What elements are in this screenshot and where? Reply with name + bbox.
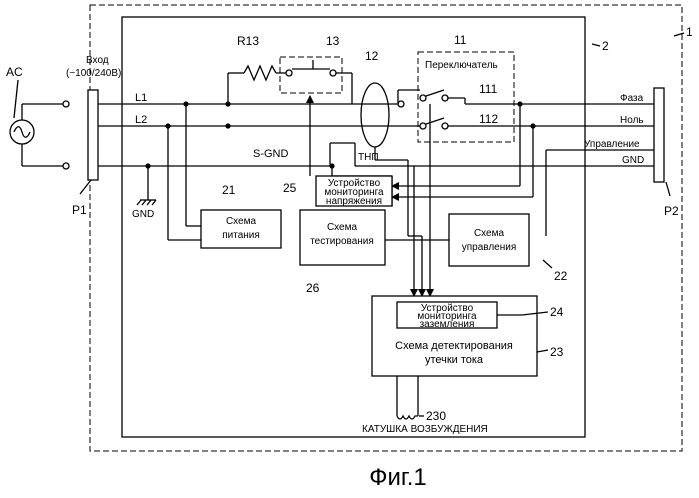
ref-26: 26 — [306, 281, 320, 295]
relay-13-frame — [280, 57, 342, 93]
control-block-line2: управления — [462, 242, 517, 253]
power-block-line1: Схема — [226, 216, 257, 227]
input-voltage-label: (~100/240В) — [66, 68, 121, 79]
ac-sine-icon — [14, 127, 30, 138]
figure-caption: Фиг.1 — [369, 464, 427, 491]
ref-230: 230 — [426, 409, 446, 423]
ref-22: 22 — [554, 269, 568, 283]
ref-21: 21 — [222, 183, 236, 197]
ref-2: 2 — [602, 39, 609, 53]
plug-p2-label: P2 — [664, 204, 679, 218]
leakage-block-line1: Схема детектирования — [395, 340, 513, 352]
control-circuit-block — [449, 214, 529, 266]
ref-24: 24 — [550, 305, 564, 319]
ref-112: 112 — [479, 112, 498, 126]
ref-111: 111 — [479, 82, 498, 96]
cable-label: ТНП — [358, 152, 379, 163]
l1-label: L1 — [135, 92, 147, 104]
control-output-label: Управление — [584, 139, 640, 150]
plug-p1 — [88, 90, 98, 180]
neutral-label: Ноль — [620, 115, 644, 126]
ref-13: 13 — [326, 34, 340, 48]
plug-p2 — [654, 88, 664, 182]
l2-label: L2 — [135, 114, 147, 126]
control-block-line1: Схема — [474, 228, 505, 239]
ref-11: 11 — [454, 33, 467, 47]
ref-23: 23 — [550, 345, 564, 359]
voltage-monitor-line3: напряжения — [326, 196, 382, 207]
ref-1: 1 — [686, 25, 693, 39]
leakage-block-line2: утечки тока — [425, 354, 484, 366]
testing-block-line2: тестирования — [310, 236, 374, 247]
input-label: Вход — [86, 55, 109, 66]
outer-device-frame — [90, 5, 682, 451]
ground-monitor-line3: заземления — [420, 319, 475, 330]
ac-label: AC — [6, 65, 23, 79]
gnd-output-label: GND — [622, 155, 644, 166]
coil-label: КАТУШКА ВОЗБУЖДЕНИЯ — [362, 424, 488, 435]
testing-block-line1: Схема — [327, 222, 358, 233]
excitation-coil-symbol — [397, 416, 418, 419]
phase-label: Фаза — [620, 93, 644, 104]
plug-p1-label: P1 — [72, 203, 87, 217]
s-gnd-label: S-GND — [253, 148, 289, 160]
gnd-label: GND — [132, 209, 154, 220]
power-block-line2: питания — [222, 230, 260, 241]
current-transformer-12 — [361, 83, 389, 147]
ref-12: 12 — [365, 49, 379, 63]
resistor-label: R13 — [237, 34, 259, 48]
resistor-r13 — [244, 66, 276, 80]
ref-25: 25 — [283, 181, 297, 195]
switch-label: Переключатель — [425, 60, 498, 71]
